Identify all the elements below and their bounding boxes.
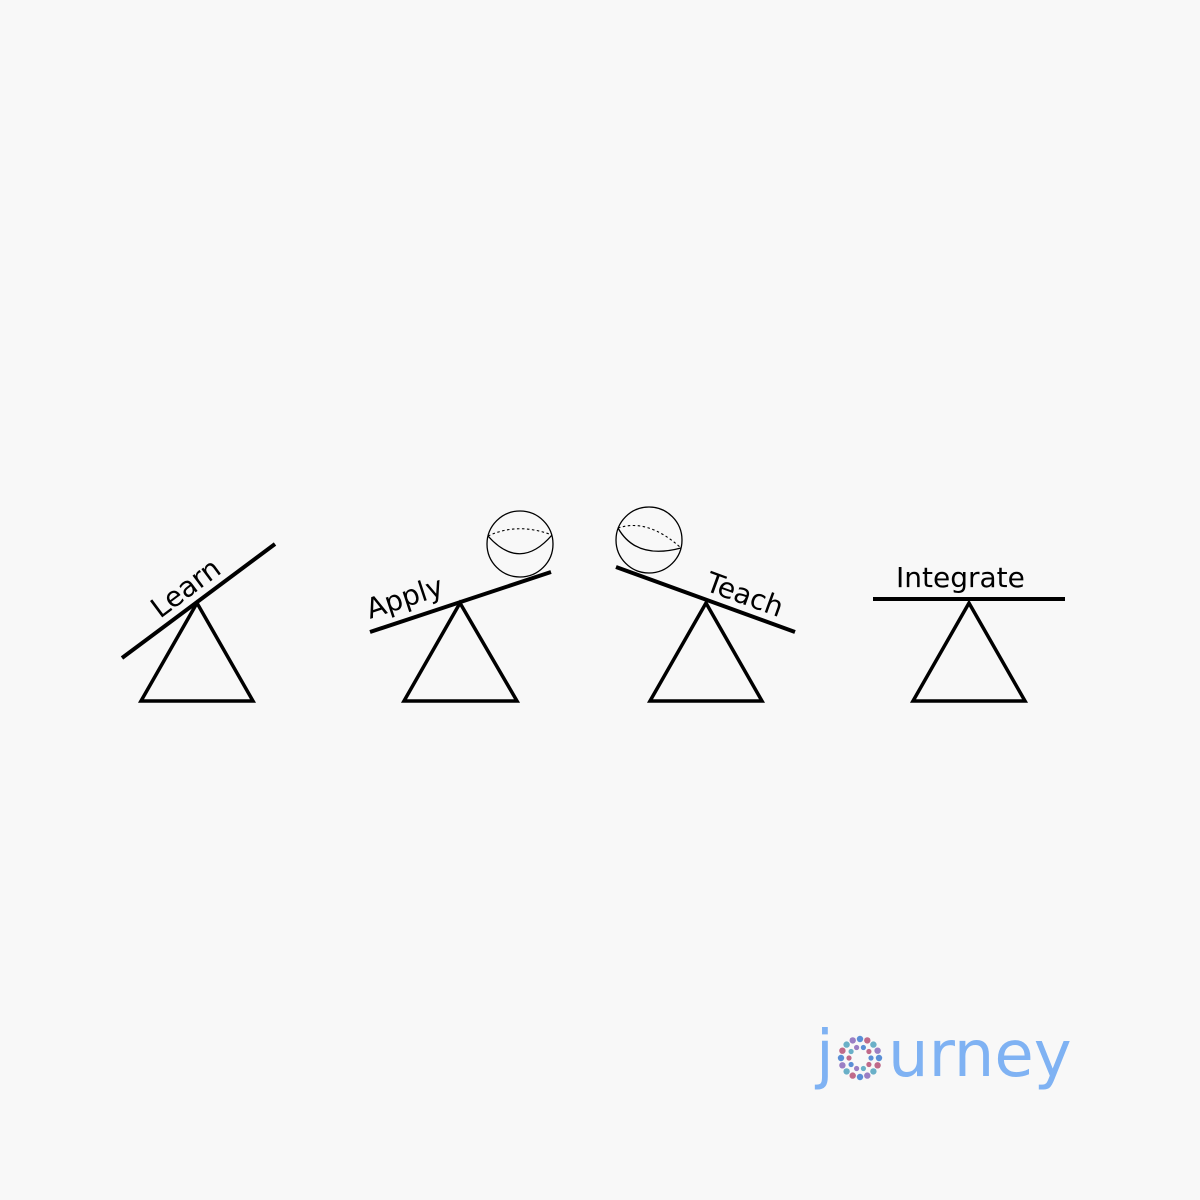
teach-beam: [615, 565, 796, 634]
logo-dot: [846, 1055, 852, 1061]
integrate-fulcrum: [909, 599, 1029, 703]
apply-ball: [486, 510, 554, 578]
logo-dot: [864, 1037, 871, 1044]
logo-dot: [843, 1068, 850, 1075]
logo-text-rest: urney: [888, 1018, 1072, 1092]
apply-label: Apply: [362, 569, 447, 625]
logo-dot: [870, 1068, 877, 1075]
journey-logo: j urney: [814, 1018, 1072, 1092]
logo-o-dots-icon: [837, 1035, 883, 1081]
stage-learn: Learn: [120, 542, 277, 703]
logo-dot: [849, 1072, 856, 1079]
teach-fulcrum: [646, 599, 766, 703]
logo-dot: [875, 1054, 883, 1062]
logo-dot: [866, 1061, 872, 1068]
logo-dot: [874, 1062, 881, 1069]
integrate-label: Integrate: [896, 561, 1025, 594]
logo-dot: [860, 1065, 867, 1072]
logo-dot: [856, 1035, 864, 1043]
logo-letter-j: j: [814, 1018, 834, 1092]
apply-fulcrum: [400, 599, 521, 703]
stage-teach: Teach: [615, 506, 796, 703]
logo-dot: [866, 1048, 872, 1055]
learn-fulcrum: [137, 599, 257, 703]
logo-dot: [868, 1055, 874, 1061]
learn-beam: [120, 542, 277, 660]
logo-dot: [837, 1054, 845, 1062]
logo-dot: [848, 1061, 854, 1068]
logo-dot: [843, 1041, 850, 1048]
logo-dot: [854, 1044, 860, 1051]
logo-dot: [860, 1044, 867, 1051]
logo-dot: [839, 1062, 846, 1069]
stage-integrate: Integrate: [873, 561, 1065, 703]
teach-ball: [615, 506, 683, 574]
stage-apply: Apply: [362, 510, 554, 703]
logo-dot: [849, 1037, 856, 1044]
logo-dot: [856, 1073, 864, 1081]
logo-dot: [870, 1041, 877, 1048]
logo-dot: [864, 1072, 871, 1079]
logo-dot: [839, 1047, 846, 1054]
logo-dot: [874, 1047, 881, 1054]
logo-dot: [848, 1048, 854, 1055]
logo-dot: [854, 1065, 860, 1072]
